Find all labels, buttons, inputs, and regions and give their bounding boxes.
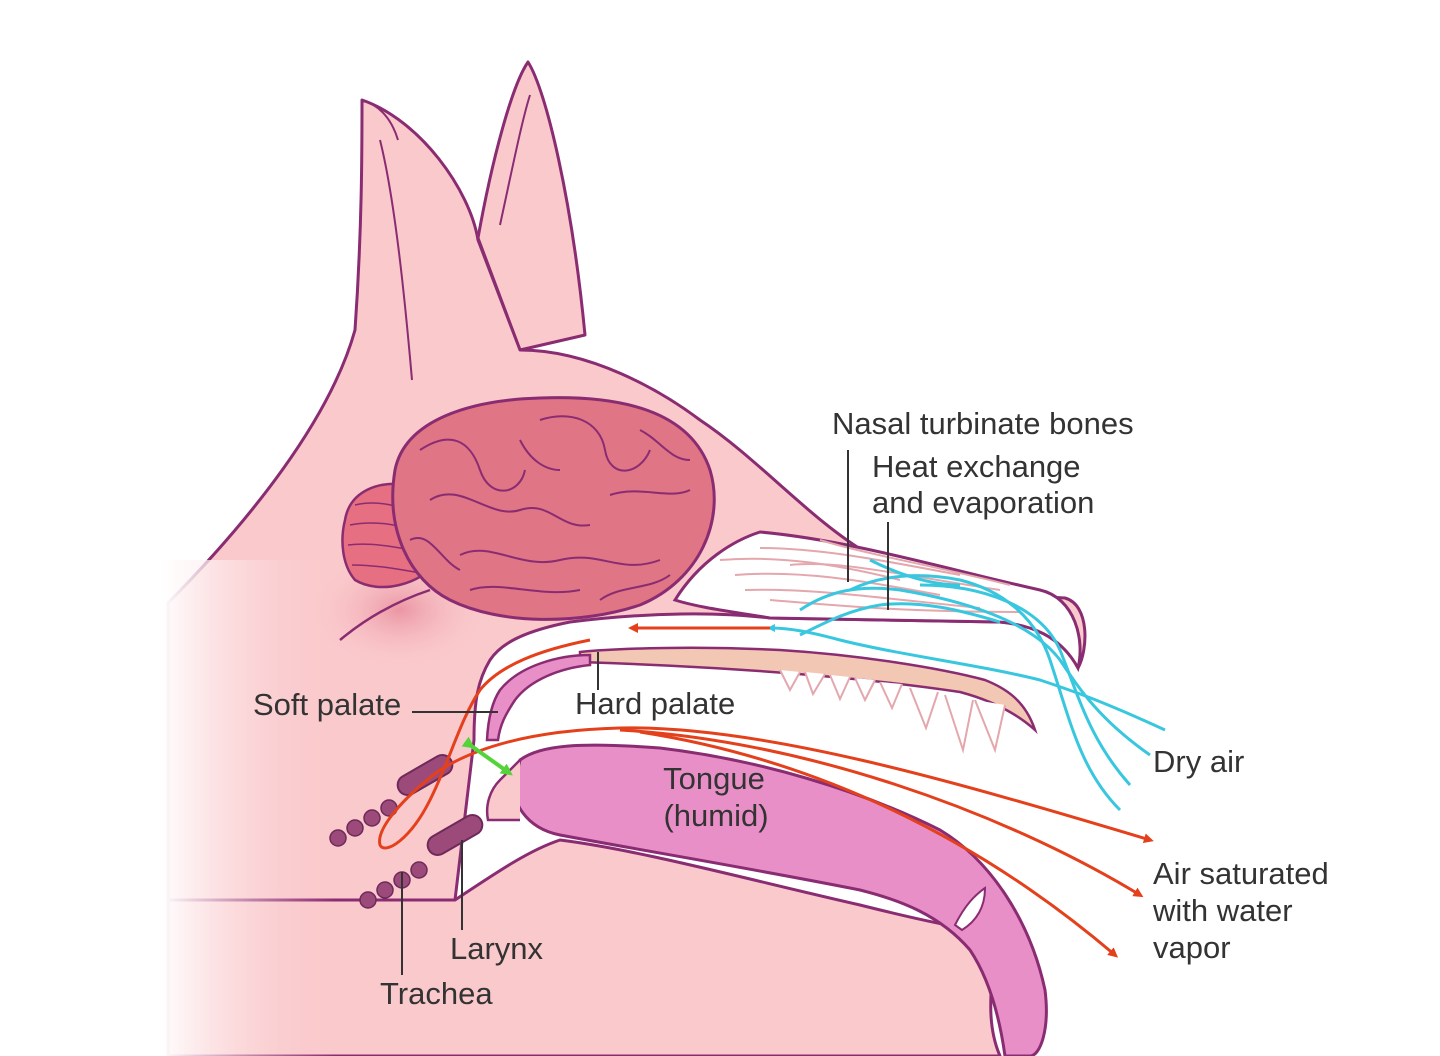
label-tongue: Tongue <box>663 761 765 796</box>
hard-palate-bone <box>578 646 1038 754</box>
label-with-water: with water <box>1152 893 1293 928</box>
humid-air-arrows <box>378 623 1154 958</box>
teeth <box>779 669 1006 754</box>
label-nasal-turbinate: Nasal turbinate bones <box>832 406 1134 441</box>
dry-air-arrows <box>767 558 1166 812</box>
larynx-trachea <box>329 754 521 909</box>
label-evaporation: and evaporation <box>872 485 1094 520</box>
soft-palate <box>485 653 592 742</box>
labels: Nasal turbinate bones Heat exchange and … <box>253 406 1329 1011</box>
nasal-cavity <box>672 530 1082 673</box>
lower-canine <box>953 886 987 932</box>
cerebrum <box>391 396 716 621</box>
label-humid: (humid) <box>663 798 768 833</box>
label-dry-air: Dry air <box>1153 744 1244 779</box>
larynx-upper <box>396 754 454 796</box>
leader-lines <box>401 450 889 975</box>
label-heat-exchange: Heat exchange <box>872 449 1081 484</box>
turbinate-bones <box>719 539 1021 613</box>
brain <box>339 396 716 641</box>
green-double-arrow <box>461 736 513 776</box>
label-larynx: Larynx <box>450 931 544 966</box>
label-trachea: Trachea <box>380 976 493 1011</box>
larynx <box>426 814 484 856</box>
label-vapor: vapor <box>1153 930 1231 965</box>
label-air-saturated: Air saturated <box>1153 856 1329 891</box>
trachea-rings-upper <box>329 799 398 847</box>
label-hard-palate: Hard palate <box>575 686 735 721</box>
label-soft-palate: Soft palate <box>253 687 401 722</box>
